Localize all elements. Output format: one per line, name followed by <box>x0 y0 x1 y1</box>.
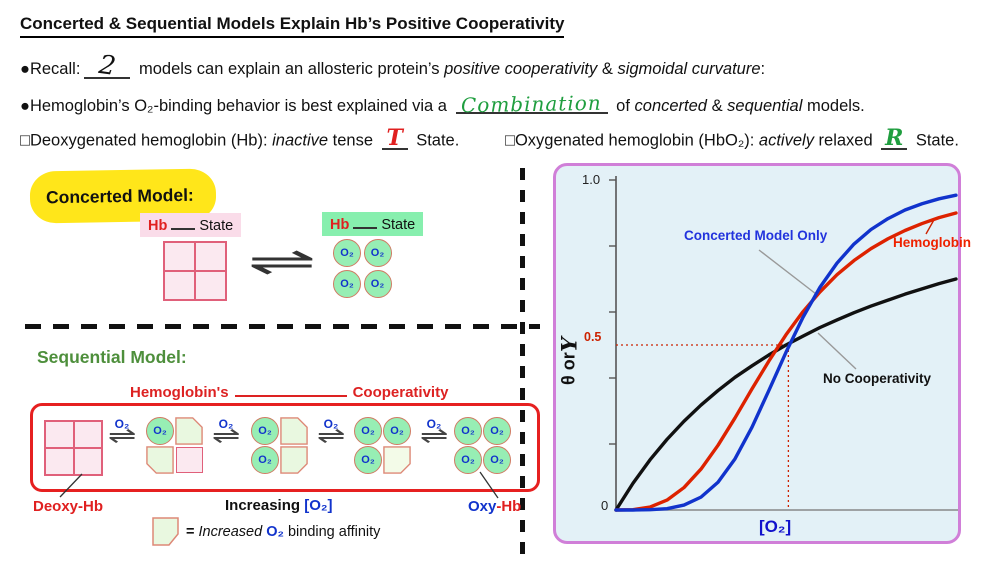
fill-in-blank: T <box>381 125 408 152</box>
seq-state-oxy: O₂ O₂ O₂ O₂ <box>454 417 512 474</box>
binding-curve-chart <box>609 176 958 512</box>
o2-bound-subunit: O₂ <box>354 417 382 445</box>
sequential-model-heading: Sequential Model: <box>37 347 187 367</box>
equilibrium-arrows-icon: ⇌ <box>107 423 137 448</box>
o2-bound-subunit: O₂ <box>454 446 482 474</box>
fill-in-blank <box>171 216 196 230</box>
tense-subunit <box>164 271 195 300</box>
ytick-0: 0 <box>601 498 609 513</box>
o2-bound-subunit: O₂ <box>363 239 392 267</box>
seq-state-2-bound: O₂ O₂ <box>251 417 309 474</box>
tense-subunit <box>176 447 203 473</box>
o2-binding-step: O₂ ⇌ <box>208 417 244 447</box>
pointer-lines <box>59 471 499 499</box>
tense-subunit <box>195 242 226 271</box>
x-axis-label: [O₂] <box>759 517 792 536</box>
o2-bound-subunit: O₂ <box>251 446 279 474</box>
legend-text: = Increased O₂ binding affinity <box>186 524 381 540</box>
increasing-o2-label: Increasing [O₂] <box>225 497 333 514</box>
y-axis-label: θ or Y <box>556 337 582 385</box>
tense-subunit <box>45 421 74 448</box>
o2-bound-subunit: O₂ <box>146 417 174 445</box>
o2-bound-subunit: O₂ <box>483 446 511 474</box>
equilibrium-arrows-icon: ⇌ <box>247 240 317 284</box>
vertical-dashed-divider <box>520 168 525 556</box>
o2-label: O₂ <box>323 417 339 431</box>
bullet-icon: □ <box>20 131 30 150</box>
o2-bound-subunit: O₂ <box>483 417 511 445</box>
o2-bound-subunit: O₂ <box>333 239 361 267</box>
o2-bound-subunit: O₂ <box>251 417 279 445</box>
tense-subunit <box>45 448 74 475</box>
equilibrium-arrows-icon: ⇌ <box>419 423 449 448</box>
horizontal-dashed-divider <box>25 324 540 329</box>
deoxy-hb-label: Deoxy-Hb <box>33 498 104 515</box>
equilibrium-arrows-icon: ⇌ <box>316 423 346 448</box>
increased-affinity-subunit-icon <box>383 446 411 474</box>
o2-bound-subunit: O₂ <box>354 446 382 474</box>
annotation-hemoglobin: Hemoglobin <box>893 235 971 250</box>
bullet-recall: ●Recall:2 models can explain an alloster… <box>20 50 766 83</box>
handwritten-answer: Combination <box>461 90 603 118</box>
bullet-icon: □ <box>505 131 515 150</box>
seq-state-deoxy <box>44 420 103 476</box>
o2-bound-subunit: O₂ <box>363 269 392 298</box>
sequential-pathway-box <box>30 403 540 492</box>
bullet-oxy: □Oxygenated hemoglobin (HbO₂): actively … <box>505 125 959 152</box>
bullet-behavior: ●Hemoglobin’s O₂-binding behavior is bes… <box>20 90 865 118</box>
concerted-model-heading: Concerted Model: <box>45 184 194 207</box>
page-title: Concerted & Sequential Models Explain Hb… <box>20 14 565 38</box>
o2-binding-step: O₂ ⇌ <box>104 417 140 447</box>
tense-subunit <box>73 448 102 475</box>
annotation-no-cooperativity: No Cooperativity <box>823 371 932 386</box>
o2-binding-step: O₂ ⇌ <box>416 417 452 447</box>
o2-bound-subunit: O₂ <box>383 417 411 445</box>
tense-hb-tetramer <box>163 241 227 301</box>
o2-binding-step: O₂ ⇌ <box>313 417 349 447</box>
o2-label: O₂ <box>426 417 442 431</box>
fill-in-blank: 2 <box>84 50 131 83</box>
fill-in-blank <box>234 383 347 397</box>
increased-affinity-legend-icon <box>152 517 179 546</box>
handwritten-answer: R <box>885 125 904 152</box>
relaxed-hb-tetramer: O₂ O₂ O₂ O₂ <box>333 239 393 299</box>
fill-in-blank: Combination <box>455 90 608 118</box>
o2-bound-subunit: O₂ <box>454 417 482 445</box>
o2-bound-subunit: O₂ <box>333 269 361 298</box>
o2-binding-curve-panel: 1.0 0.5 0 θ or Y [O₂] Concerted Model On… <box>553 163 971 544</box>
increased-affinity-subunit-icon <box>280 417 308 445</box>
fill-in-blank <box>353 215 378 229</box>
bullet-icon: ● <box>20 60 30 79</box>
increased-affinity-subunit-icon <box>175 417 203 445</box>
seq-state-3-bound: O₂ O₂ O₂ <box>354 417 412 474</box>
equilibrium-arrows-icon: ⇌ <box>211 423 241 448</box>
increased-affinity-subunit-icon <box>146 446 174 474</box>
o2-label: O₂ <box>114 417 130 431</box>
seq-state-1-bound: O₂ <box>146 417 204 474</box>
handwritten-answer: T <box>386 125 403 152</box>
ytick-1.0: 1.0 <box>582 172 601 187</box>
fill-in-blank: R <box>881 125 908 152</box>
tense-subunit <box>164 242 195 271</box>
oxy-hb-label: Oxy-Hb <box>468 498 522 515</box>
ytick-0.5: 0.5 <box>584 330 602 344</box>
bullet-deoxy: □Deoxygenated hemoglobin (Hb): inactive … <box>20 125 460 152</box>
tense-subunit <box>195 271 226 300</box>
annotation-concerted-model-only: Concerted Model Only <box>684 228 828 243</box>
handwritten-answer: 2 <box>97 50 118 83</box>
tense-subunit <box>73 421 102 448</box>
increased-affinity-subunit-icon <box>280 446 308 474</box>
bullet-icon: ● <box>20 97 30 115</box>
o2-label: O₂ <box>218 417 234 431</box>
